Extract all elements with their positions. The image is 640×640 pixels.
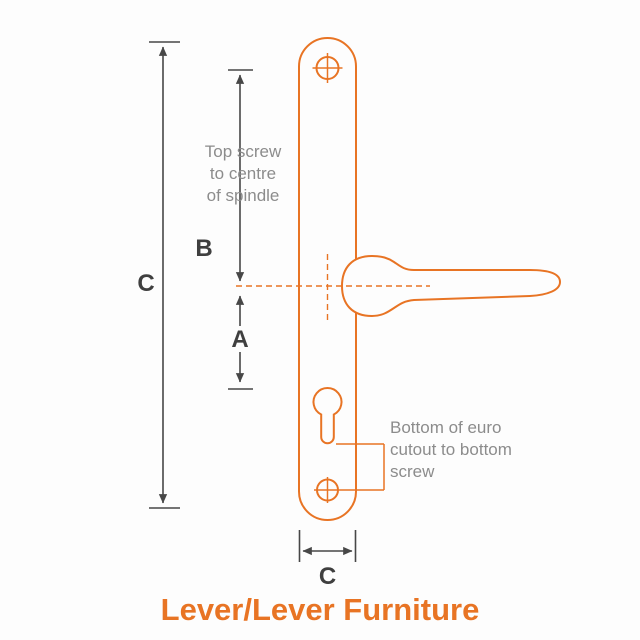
- annotation-euro-cutout: Bottom of euro cutout to bottom screw: [336, 418, 512, 491]
- annotation-top-line-2: to centre: [210, 164, 276, 183]
- annotation-euro-line-2: cutout to bottom: [390, 440, 512, 459]
- top-screw-icon: [312, 53, 343, 83]
- annotation-top-line-3: of spindle: [207, 186, 280, 205]
- annotation-euro-line-1: Bottom of euro: [390, 418, 502, 437]
- dim-a-label: A: [231, 326, 248, 353]
- dim-c-left-label: C: [137, 270, 154, 297]
- dim-c-bottom-label: C: [319, 563, 336, 590]
- lever-handle: [340, 254, 562, 318]
- dimension-b: B: [195, 69, 253, 282]
- dimension-a: A: [228, 295, 253, 390]
- annotation-top-line-1: Top screw: [205, 142, 282, 161]
- dimension-c-bottom: C: [298, 530, 357, 590]
- dimension-c-left: C: [137, 41, 180, 509]
- bottom-screw-icon: [314, 477, 340, 503]
- dim-b-label: B: [195, 235, 212, 262]
- annotation-euro-line-3: screw: [390, 462, 435, 481]
- spindle-crosshair-icon: [236, 254, 430, 320]
- annotation-top-screw: Top screw to centre of spindle: [205, 142, 282, 205]
- page-title: Lever/Lever Furniture: [161, 592, 480, 627]
- euro-cylinder-keyhole-icon: [312, 387, 343, 445]
